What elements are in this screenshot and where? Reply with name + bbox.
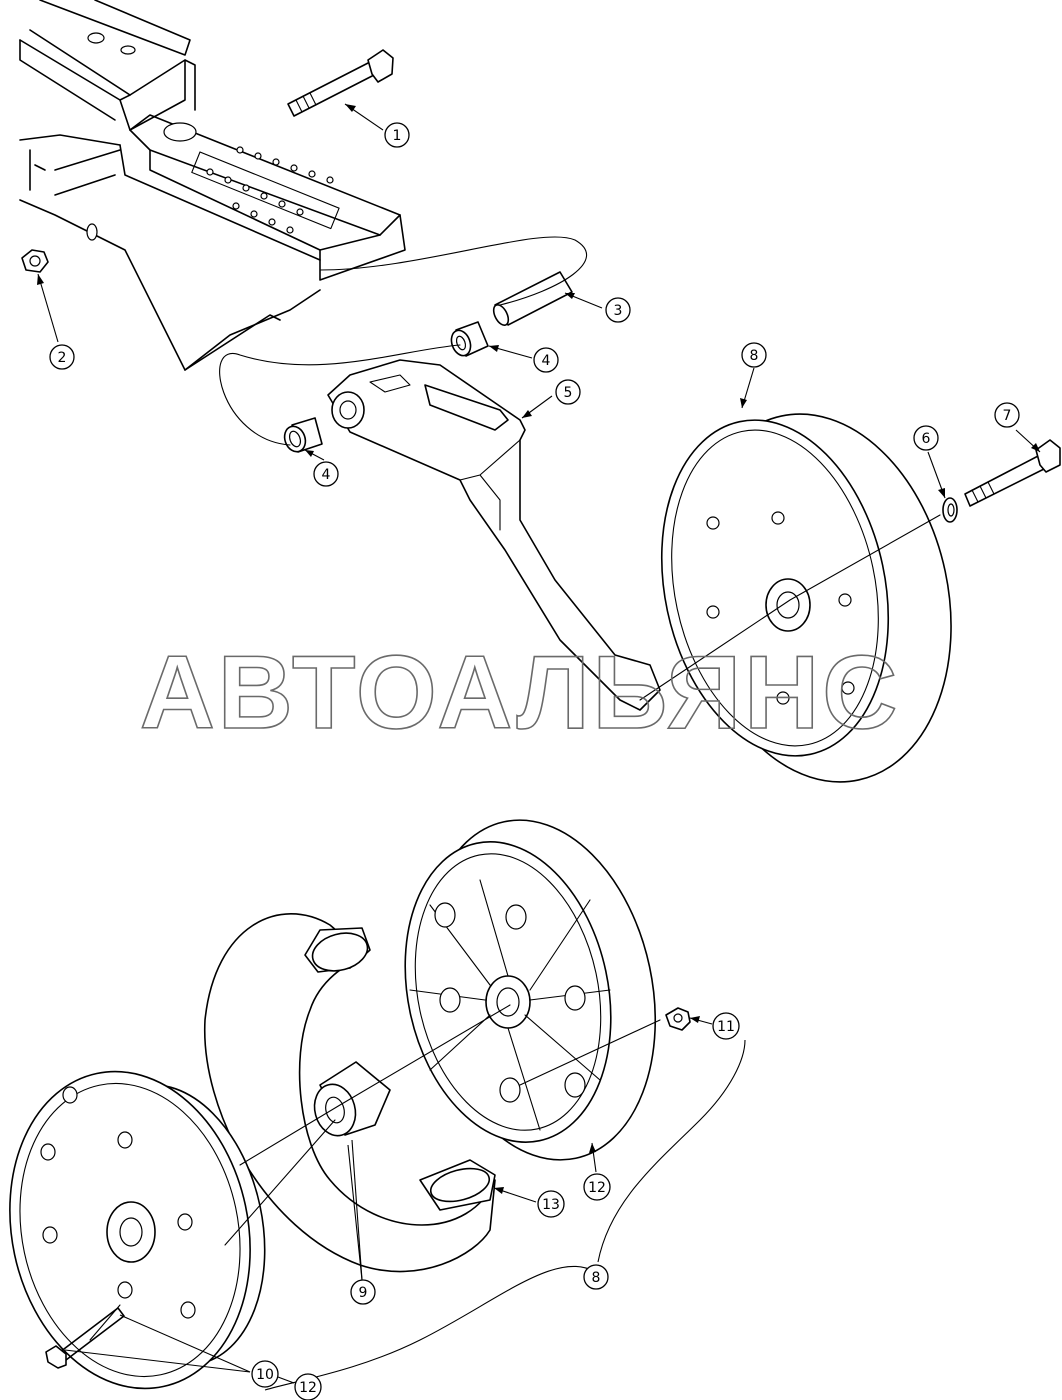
callout-12-upper: 12	[583, 1173, 611, 1201]
nut-11	[665, 1007, 691, 1031]
wheel-8-top	[660, 413, 952, 783]
frame-bracket	[19, 0, 406, 371]
hub-bushing-9	[313, 1061, 391, 1137]
callout-8-top-label: 8	[750, 348, 759, 364]
callout-5: 5	[555, 379, 581, 405]
bolt-7	[964, 439, 1061, 507]
axis-line-bottom-3	[519, 1019, 661, 1086]
assembly-curve-top	[219, 236, 588, 446]
axis-line-bottom	[239, 1004, 511, 1166]
bolt-10	[45, 1307, 125, 1369]
callout-4-upper: 4	[533, 347, 559, 373]
tire-13	[203, 913, 496, 1273]
callout-4-upper-label: 4	[542, 353, 551, 369]
callout-2: 2	[49, 344, 75, 370]
callout-11: 11	[712, 1012, 740, 1040]
callout-11-label: 11	[717, 1019, 735, 1035]
rim-half-12-front	[9, 1070, 266, 1390]
watermark-text: АВТОАЛЬЯНС	[140, 635, 901, 751]
axis-line-top	[639, 514, 941, 701]
nut-2	[21, 249, 49, 273]
pin-3	[492, 271, 573, 326]
callout-7-label: 7	[1003, 408, 1012, 424]
arm-5	[327, 359, 661, 711]
washer-6	[942, 497, 958, 523]
callout-8-bottom: 8	[583, 1264, 609, 1290]
callout-10: 10	[251, 1360, 279, 1388]
callout-8-top: 8	[741, 342, 767, 368]
callout-6: 6	[913, 425, 939, 451]
callout-13-label: 13	[542, 1197, 560, 1213]
callout-2-label: 2	[58, 350, 67, 366]
callout-12-lower: 12	[294, 1373, 322, 1400]
callout-6-label: 6	[922, 431, 931, 447]
callout-9: 9	[350, 1279, 376, 1305]
callout-5-label: 5	[564, 385, 573, 401]
callout-10-label: 10	[256, 1367, 274, 1383]
callout-4-lower-label: 4	[322, 467, 331, 483]
callout-9-label: 9	[359, 1285, 368, 1301]
callout-1-label: 1	[393, 128, 402, 144]
axis-line-bolt	[89, 1304, 121, 1341]
callout-8-bottom-label: 8	[592, 1270, 601, 1286]
bolt-1	[287, 49, 394, 117]
callout-13: 13	[537, 1190, 565, 1218]
bushing-4-lower	[283, 417, 323, 453]
callout-1: 1	[384, 122, 410, 148]
callout-3-label: 3	[614, 303, 623, 319]
callout-12-upper-label: 12	[588, 1180, 606, 1196]
bushing-4-upper	[450, 321, 489, 357]
axis-line-bottom-2	[224, 1119, 336, 1246]
callout-7: 7	[994, 402, 1020, 428]
rim-half-12-back	[404, 819, 657, 1161]
plate-holes	[206, 146, 334, 234]
callout-4-lower: 4	[313, 461, 339, 487]
leader-lines	[37, 103, 1041, 1391]
callout-3: 3	[605, 297, 631, 323]
callout-12-lower-label: 12	[299, 1380, 317, 1396]
